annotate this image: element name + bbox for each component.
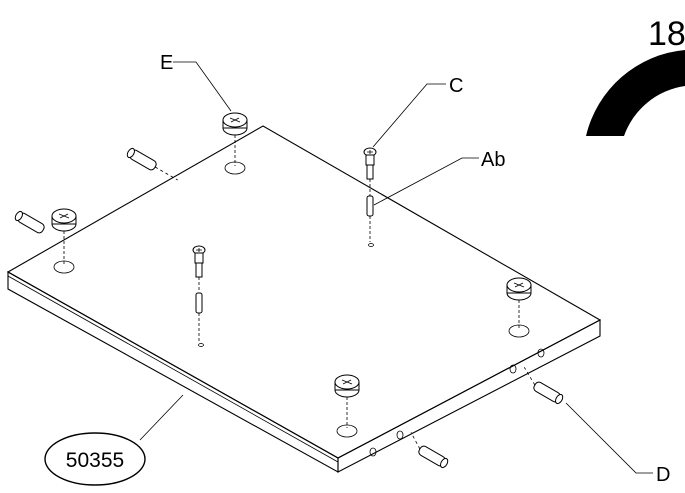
edge-hole [369, 447, 377, 457]
sleeve-icon [195, 292, 203, 343]
part-number: 50355 [66, 449, 124, 472]
leader-ab [373, 157, 479, 206]
cam-screw-icon [363, 147, 377, 196]
pin-hole [368, 243, 374, 247]
cam-screw-icon [192, 245, 206, 292]
edge-hole [396, 430, 404, 440]
panel-board [6, 125, 602, 473]
label-d: D [656, 464, 670, 486]
callout-leaders [139, 61, 653, 474]
panel-right-face [337, 319, 601, 473]
part-number-badge: 50355 [44, 432, 146, 486]
cam-lock-icon [51, 208, 77, 264]
dowel-icon [523, 367, 564, 405]
leader-e [173, 61, 232, 112]
dowel-icon [14, 210, 45, 234]
cam-lock-icon [506, 277, 532, 328]
dowels [14, 147, 564, 469]
sleeve-icon [366, 195, 374, 242]
cam-locks [51, 112, 532, 428]
label-ab: Ab [481, 149, 505, 171]
cam-hole [224, 161, 246, 175]
leader-part [139, 394, 184, 441]
dowel-icon [410, 432, 449, 469]
pin-hole [198, 343, 204, 347]
leader-c [372, 83, 446, 148]
step-number: 18 [648, 15, 685, 53]
part-number-oval [44, 432, 146, 486]
step-arc [586, 50, 685, 136]
cam-hole [336, 424, 358, 438]
edge-hole [509, 364, 517, 374]
edge-hole [537, 348, 545, 358]
label-c: C [449, 75, 463, 97]
panel-edge-line [7, 275, 339, 463]
dowel-icon [126, 147, 178, 181]
label-e: E [160, 52, 173, 74]
cam-lock-icon [222, 112, 248, 166]
step-indicator: 18 [586, 15, 685, 136]
cam-holes [53, 161, 530, 438]
leader-d [565, 402, 653, 474]
cam-screws [192, 147, 377, 343]
cam-lock-icon [334, 374, 360, 428]
